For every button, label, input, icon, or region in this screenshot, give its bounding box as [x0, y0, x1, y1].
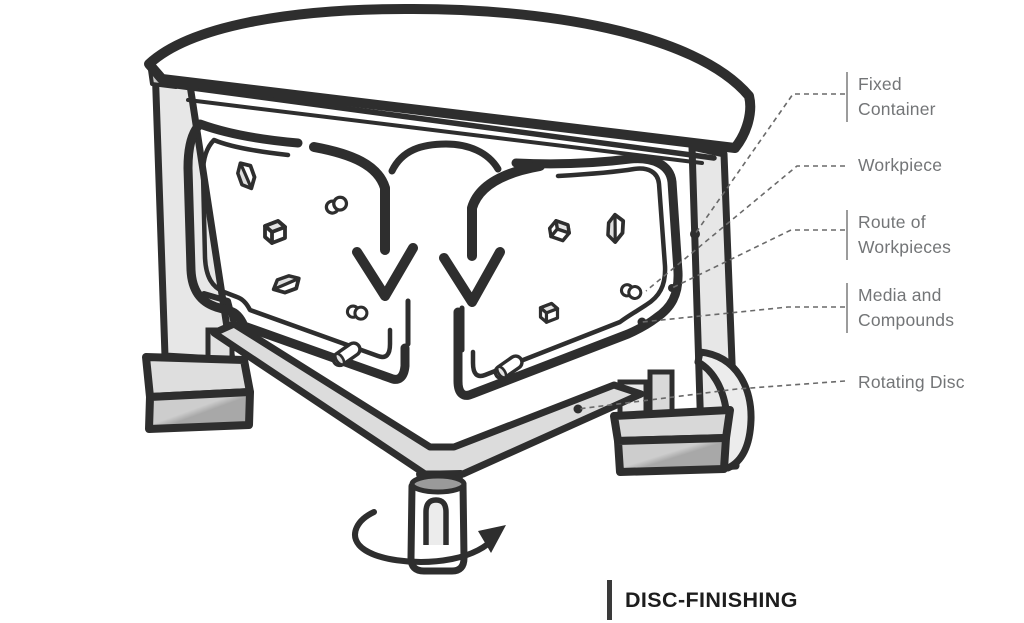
- workpiece-cube: [263, 219, 287, 245]
- route-lines: [200, 137, 668, 379]
- label-line: Container: [858, 99, 936, 119]
- cavity-top-edge: [186, 98, 704, 165]
- label-line: Compounds: [858, 310, 955, 330]
- workpiece-pill: [322, 192, 351, 218]
- wall-dot: [690, 229, 700, 239]
- route-left-lobe: [200, 137, 393, 360]
- flow-arrow-left: [309, 142, 418, 301]
- workpiece-pill: [345, 304, 369, 322]
- shaft-keyway: [423, 497, 449, 545]
- left-ledge-step: [201, 291, 237, 327]
- media-dot: [637, 317, 647, 327]
- route-dot: [668, 284, 676, 292]
- label-line: Media and: [858, 285, 942, 305]
- label-tick: [846, 210, 848, 260]
- lid-rim-line: [167, 82, 717, 161]
- caption: DISC-FINISHING: [607, 580, 798, 620]
- drive-shaft: [407, 473, 468, 575]
- label-fixed-container: Fixed Container: [846, 72, 936, 122]
- disc-dot: [573, 404, 583, 414]
- label-rotating-disc: Rotating Disc: [846, 366, 965, 398]
- rotation-arrowhead: [478, 525, 506, 553]
- bowl-lining: [183, 119, 683, 400]
- label-line: Route of: [858, 212, 926, 232]
- label-line: Workpiece: [858, 154, 943, 175]
- shaft-opening: [409, 473, 467, 495]
- label-line: Fixed: [858, 74, 902, 94]
- leader-media-and-compounds: [641, 306, 845, 323]
- leader-workpiece: [645, 165, 845, 292]
- lining-right-lobe: [453, 154, 683, 400]
- label-media-and-compounds: Media and Compounds: [846, 283, 954, 333]
- left-foot: [142, 353, 254, 433]
- workpiece-gem: [269, 271, 304, 298]
- center-hump: [388, 140, 502, 175]
- leader-lines: [577, 93, 846, 410]
- label-tick: [846, 283, 848, 333]
- rotation-arrow: [352, 509, 506, 565]
- route-right-lobe: [470, 166, 668, 379]
- caption-text: DISC-FINISHING: [625, 587, 798, 612]
- caption-bar: [607, 580, 612, 620]
- label-line: Workpieces: [858, 237, 952, 257]
- media-dots: [573, 229, 700, 414]
- label-tick: [846, 72, 848, 122]
- leader-route-of-workpieces: [671, 229, 845, 289]
- label-workpiece: Workpiece: [846, 150, 942, 180]
- flow-arrow-right: [439, 161, 545, 307]
- label-line: Rotating Disc: [858, 371, 965, 392]
- dome-lid: [144, 3, 756, 153]
- workpiece-gem: [604, 212, 627, 245]
- workpiece-gem: [233, 158, 260, 193]
- leader-fixed-container: [694, 93, 845, 235]
- label-route-of-workpieces: Route of Workpieces: [846, 210, 951, 260]
- rotating-disc-band: [210, 320, 645, 478]
- leader-rotating-disc: [577, 380, 846, 410]
- right-foot: [610, 348, 755, 476]
- workpiece-cube: [544, 215, 575, 246]
- workpiece-pill-target: [618, 282, 644, 301]
- lining-left-lobe: [183, 119, 410, 384]
- workpiece-cube: [538, 301, 560, 324]
